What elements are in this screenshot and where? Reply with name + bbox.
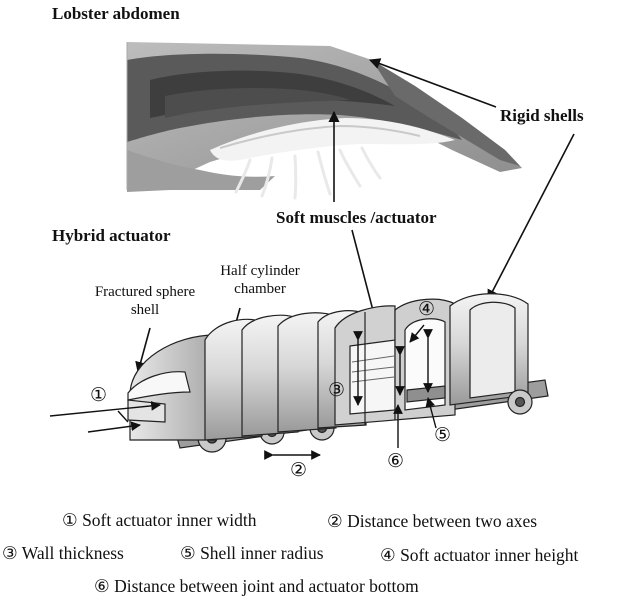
label-half-cylinder-line1: Half cylinder xyxy=(220,263,300,279)
marker-5: ⑤ xyxy=(434,424,452,446)
label-half-cylinder: Half cylinder chamber xyxy=(200,262,320,298)
label-fractured-sphere-line1: Fractured sphere xyxy=(94,284,196,300)
legend-item-4: ④ Soft actuator inner height xyxy=(380,545,579,565)
title-lobster-abdomen: Lobster abdomen xyxy=(52,4,180,23)
marker-6: ⑥ xyxy=(387,450,405,472)
lobster-abdomen-photo xyxy=(126,42,522,200)
dim-1-upper xyxy=(49,401,161,417)
inner-soft-actuator xyxy=(349,339,396,415)
label-rigid-shells: Rigid shells xyxy=(500,106,584,125)
label-half-cylinder-line2: chamber xyxy=(234,281,286,297)
legend-item-2: ② Distance between two axes xyxy=(327,511,538,531)
annotation-arrows xyxy=(135,58,575,374)
arrow-rigid-shell-photo xyxy=(368,58,497,108)
title-hybrid-actuator: Hybrid actuator xyxy=(52,226,171,245)
marker-3: ③ xyxy=(328,379,346,401)
arrow-fractured-sphere xyxy=(135,327,151,374)
dim-4-pointer xyxy=(409,324,425,343)
marker-4: ④ xyxy=(418,298,436,320)
label-fractured-sphere: Fractured sphere shell xyxy=(70,283,220,319)
legend-item-1: ① Soft actuator inner width xyxy=(62,510,257,530)
arrow-rigid-shell-actuator xyxy=(487,133,575,301)
dimension-lines xyxy=(49,324,437,460)
label-soft-muscles: Soft muscles /actuator xyxy=(276,208,437,227)
dim-5-pointer xyxy=(425,397,437,429)
legend-item-6: ⑥ Distance between joint and actuator bo… xyxy=(94,576,419,596)
marker-2: ② xyxy=(290,459,308,481)
dim-1-lower xyxy=(87,421,141,433)
dim-1-span xyxy=(117,410,129,423)
hybrid-actuator-model xyxy=(127,293,549,453)
legend-item-3: ③ Wall thickness xyxy=(2,543,124,563)
legend-item-5: ⑤ Shell inner radius xyxy=(180,543,324,563)
marker-1: ① xyxy=(90,384,108,406)
label-fractured-sphere-line2: shell xyxy=(130,302,160,318)
